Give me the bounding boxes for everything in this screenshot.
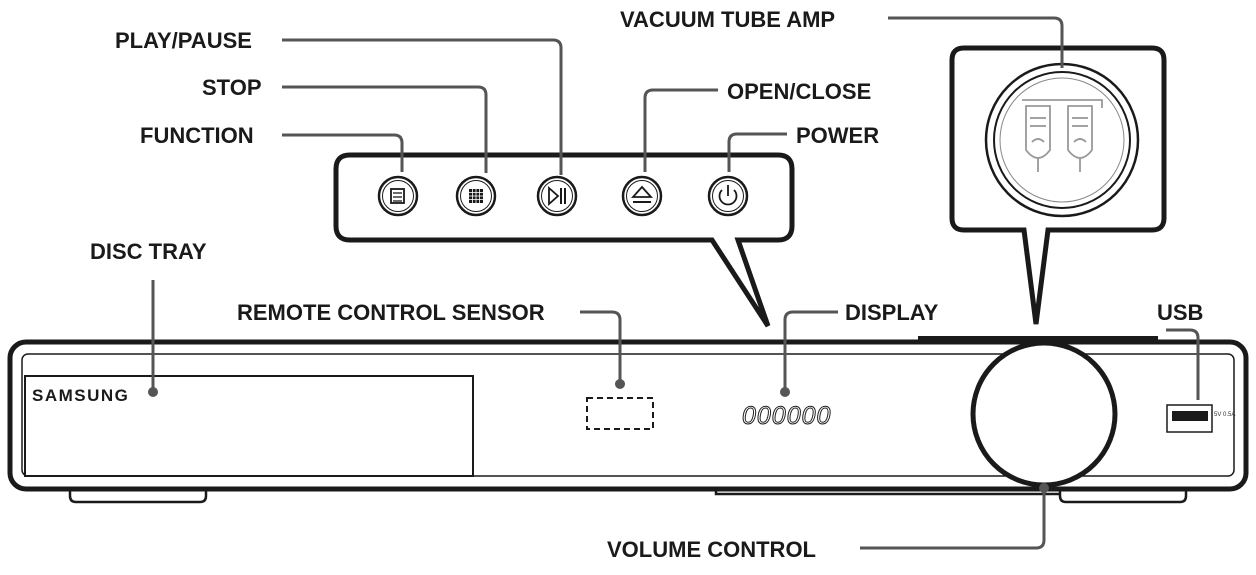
- label-usb: USB: [1157, 300, 1203, 325]
- play-pause-icon: [548, 185, 566, 207]
- display-readout: 000000: [742, 402, 831, 430]
- label-disc-tray: DISC TRAY: [90, 239, 207, 264]
- disc-tray: SAMSUNG: [24, 375, 474, 477]
- labels: PLAY/PAUSE STOP FUNCTION OPEN/CLOSE POWE…: [90, 7, 1203, 562]
- label-volume-control: VOLUME CONTROL: [607, 537, 816, 562]
- label-power: POWER: [796, 123, 879, 148]
- power-button: [707, 175, 749, 217]
- usb-port: 5V 0.5A: [1166, 404, 1235, 433]
- label-display: DISPLAY: [845, 300, 939, 325]
- label-function: FUNCTION: [140, 123, 254, 148]
- front-display: 000000: [742, 402, 831, 431]
- main-unit: [7, 336, 1249, 504]
- leader-lines: [148, 16, 1200, 550]
- stop-icon: [469, 189, 483, 203]
- function-button: [377, 175, 419, 217]
- open-close-button: [621, 175, 663, 217]
- label-remote-control-sensor: REMOTE CONTROL SENSOR: [237, 300, 545, 325]
- usb-rating: 5V 0.5A: [1214, 412, 1235, 418]
- brand-logo: SAMSUNG: [32, 386, 129, 405]
- eject-icon: [630, 185, 654, 203]
- volume-control-knob: [970, 340, 1118, 488]
- power-icon: [718, 185, 738, 206]
- stop-button: [455, 175, 497, 217]
- play-pause-button: [536, 175, 578, 217]
- label-stop: STOP: [202, 75, 262, 100]
- vacuum-tube-icon: [1022, 99, 1103, 172]
- label-vacuum-tube-amp: VACUUM TUBE AMP: [620, 7, 835, 32]
- label-open-close: OPEN/CLOSE: [727, 79, 871, 104]
- button-panel-callout: [333, 152, 795, 328]
- remote-control-sensor: [586, 397, 654, 430]
- vacuum-tube-callout: [949, 45, 1167, 325]
- label-play-pause: PLAY/PAUSE: [115, 28, 252, 53]
- function-icon: [390, 188, 405, 204]
